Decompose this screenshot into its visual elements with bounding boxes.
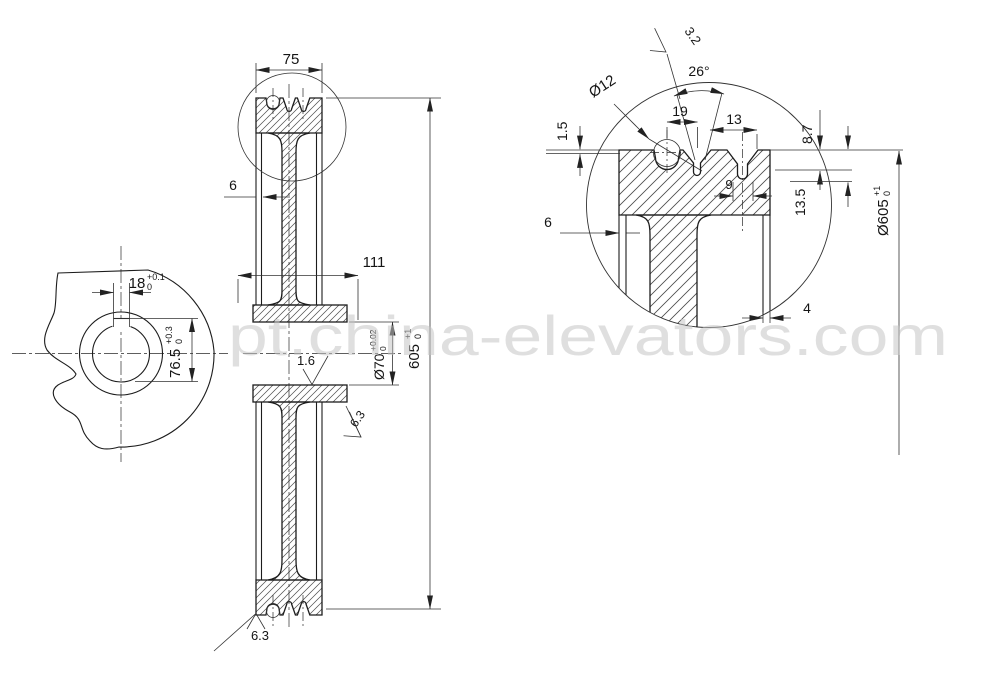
angle-flank-lines: [676, 92, 723, 161]
dim-keyway-depth-ext: [113, 318, 198, 382]
dim-hub-roughness: 6.3: [347, 408, 368, 430]
dim-groove-pitch: 19: [672, 103, 688, 119]
dim-pitch-dia: Ø605: [875, 199, 892, 236]
dim-groove-angle: 26°: [688, 63, 709, 79]
dim-keyway-width-tol-dn: 0: [147, 282, 152, 292]
surface-finish-icon: [302, 355, 329, 386]
dim-keyway-depth-tol-up: +0.3: [164, 326, 174, 344]
dim-od-tol-up: +1: [403, 329, 413, 339]
groove-centerlines: [272, 88, 304, 628]
rim-band-section: [618, 149, 771, 216]
dim-od-tol-dn: 0: [413, 334, 423, 339]
hub-outline: [44, 269, 215, 450]
left-view: 18 +0.1 0 76.5 +0.3 0: [12, 246, 228, 462]
rope-dia-leader-tail: [648, 138, 703, 172]
rope-dia-leader: [613, 103, 650, 140]
surface-finish-icon: [343, 411, 362, 438]
roughness-leader: [666, 53, 681, 100]
dim-hub-length: 111: [363, 254, 386, 271]
dim-bore-roughness: 1.6: [297, 353, 315, 368]
hub-lower-section: [252, 384, 348, 403]
dim-keyway-width: 18: [129, 275, 146, 292]
dim-pitch-ext: [666, 127, 698, 148]
rim-side-walls: [255, 133, 323, 580]
dim-pitchdia-tol-dn: 0: [882, 191, 892, 196]
dim-bore-dia: Ø70: [371, 353, 387, 380]
dim-outer-dia: 605: [406, 344, 423, 369]
dim-wall-end: 4: [803, 300, 811, 316]
dim-keyway-width-tol-up: +0.1: [147, 272, 165, 282]
dim-pitchdia-tol-up: +1: [872, 186, 882, 196]
web-detail-section: [635, 214, 712, 328]
dim-rim-roughness: 6.3: [251, 628, 269, 643]
dim-rope-dia: Ø12: [586, 72, 619, 102]
dim-groove-roughness: 3.2: [682, 24, 705, 47]
dim-keyway-depth-tol-dn: 0: [174, 339, 184, 344]
watermark: pt.china-elevators.com: [228, 304, 948, 367]
hub-circle: [78, 311, 164, 396]
dim-detail-wall: 6: [544, 214, 552, 230]
dim-hub-length-ext: [237, 279, 359, 320]
dim-groove-depth-total: 13.5: [792, 189, 808, 216]
surface-finish-icon: [246, 612, 266, 630]
rim-wall-lines: [618, 215, 771, 328]
dim-bore-tol-up: +0.02: [368, 329, 378, 351]
dim-rim-width: 75: [283, 51, 300, 68]
dim-bore-tol-dn: 0: [378, 346, 388, 351]
dim-land-height: 1.5: [554, 121, 570, 141]
surface-finish-icon: [649, 27, 667, 53]
dim-angle-arc: [673, 87, 725, 97]
keyway-mask: [112, 319, 131, 331]
detail-boundary-circle: [586, 82, 832, 328]
hub-upper-section: [252, 304, 348, 323]
dim-groove-spacing: 13: [726, 111, 742, 127]
dim-keyway-depth: 76.5: [167, 349, 184, 378]
detail-indicator-circle: [237, 72, 347, 182]
detail-view: 3.2 26° Ø12 19 13 1.5 9: [544, 24, 903, 455]
dim-groove-depth-upper: 8.7: [799, 124, 815, 144]
main-view: 75 6 111 1.6 Ø70 +0.02 0 605 +1 0: [213, 51, 441, 652]
dim-wall-thickness: 6: [229, 177, 237, 193]
rim-roughness-leader: [213, 613, 257, 652]
surface-extension-lines: [546, 149, 903, 154]
dim-od-ext: [326, 97, 441, 610]
dim-undercut-width: 9: [725, 177, 732, 192]
